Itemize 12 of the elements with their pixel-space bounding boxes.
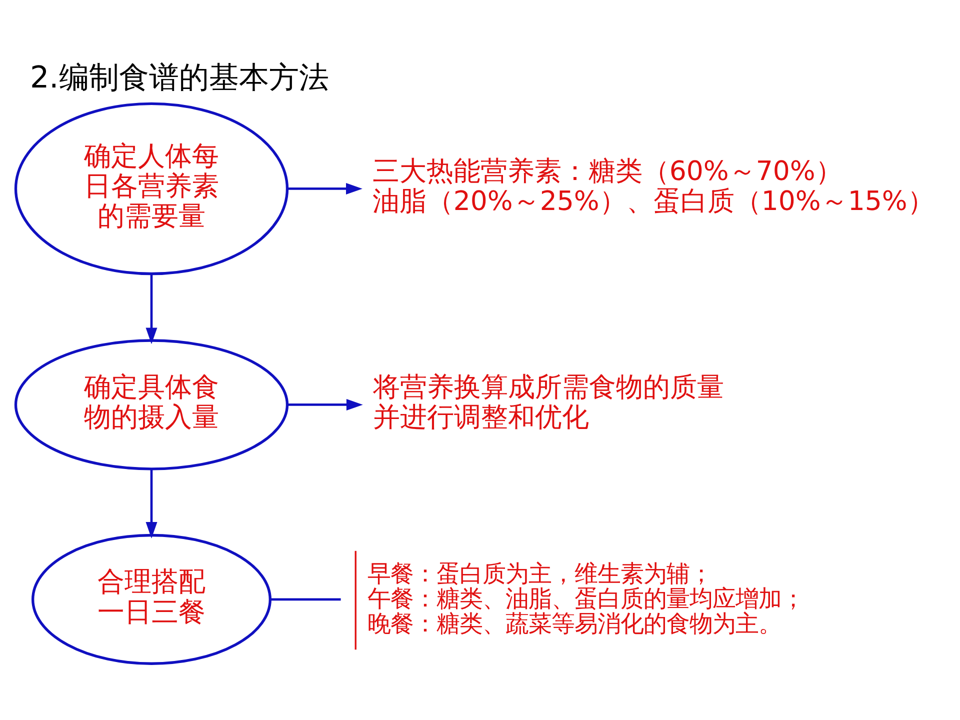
node-text: 早餐：蛋白质为主，维生素为辅； 午餐：糖类、油脂、蛋白质的量均应增加； 晚餐：糖类、蔬菜等易消化的食物为主。 — [367, 559, 804, 638]
arrow — [288, 182, 362, 194]
diagram-title: 2.编制食谱的基本方法 — [30, 60, 329, 96]
node-ellipse: 确定具体食物的摄入量 — [14, 339, 289, 470]
connector — [270, 598, 341, 601]
arrow — [288, 398, 363, 410]
node-ellipse: 确定人体每日各营养素的需要量 — [14, 102, 289, 276]
node-text: 将营养换算成所需食物的质量 并进行调整和优化 — [373, 372, 724, 434]
node-ellipse: 合理搭配一日三餐 — [32, 534, 272, 665]
node-text: 三大热能营养素：糖类（60%～70%） 油脂（20%～25%）、蛋白质（10%～15%） — [372, 156, 934, 218]
arrow — [146, 469, 158, 538]
arrow — [146, 274, 158, 344]
